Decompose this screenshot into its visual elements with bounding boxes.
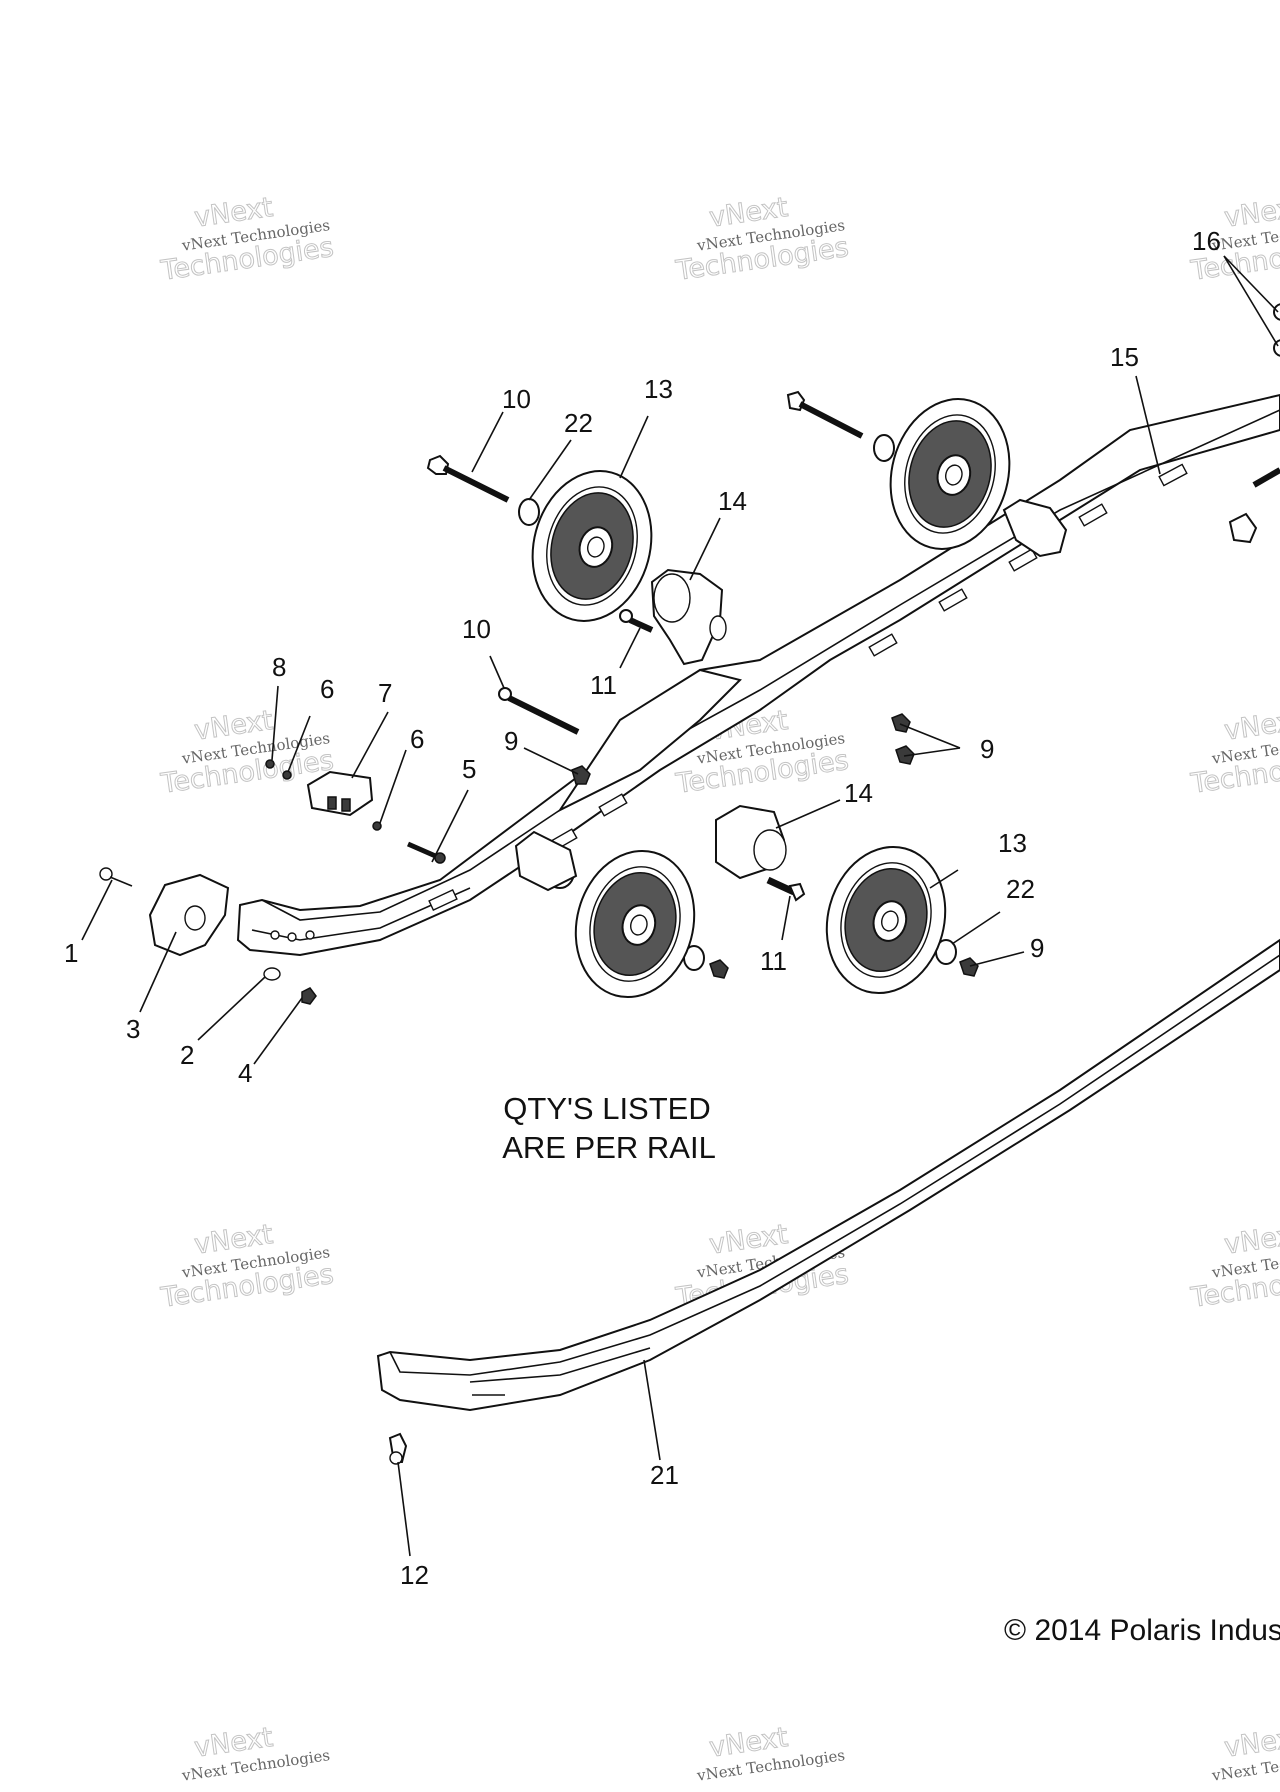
callout-22a: 22 <box>564 408 593 438</box>
callout-3: 3 <box>126 1014 140 1044</box>
watermarks: vNext vNext Technologies Technologies vN… <box>158 191 1280 1784</box>
callout-1: 1 <box>64 938 78 968</box>
callout-15: 15 <box>1110 342 1139 372</box>
part-13-wheel-lower-right <box>825 845 947 995</box>
watermark-9: vNext vNext Technologies Technologies <box>1188 1218 1280 1314</box>
part-6-washer-b <box>372 821 382 831</box>
callout-2: 2 <box>180 1040 194 1070</box>
part-13-wheel-lower-left <box>574 849 696 999</box>
part-13-wheel-upper-right <box>889 398 1011 550</box>
part-11-bolt-upper <box>619 609 654 633</box>
callout-9b: 9 <box>980 734 994 764</box>
part-11-bolt-lower <box>766 876 806 902</box>
part-14-axle-mount-lower <box>715 804 787 880</box>
part-14-axle-mount-right <box>1002 498 1068 558</box>
callout-labels: 1 2 3 4 5 6 6 7 8 9 9 9 10 10 11 11 12 1… <box>64 226 1221 1590</box>
callout-14a: 14 <box>718 486 747 516</box>
part-14-axle-mount-upper <box>650 568 727 666</box>
part-9-nut-b <box>891 713 911 733</box>
callout-7: 7 <box>378 678 392 708</box>
part-13-wheel-upper-left <box>531 470 653 622</box>
part-2-washer <box>263 967 281 981</box>
part-10-bolt-upper <box>426 454 510 503</box>
callout-4: 4 <box>238 1058 252 1088</box>
callout-14b: 14 <box>844 778 873 808</box>
part-9-nut-e <box>959 957 979 977</box>
watermark-10: vNext vNext Technologies <box>180 1721 331 1784</box>
part-1-bolt <box>99 867 133 887</box>
rail-slide-lower <box>376 938 1280 1412</box>
callout-10b: 10 <box>462 614 491 644</box>
watermark-6: vNext vNext Technologies Technologies <box>1188 704 1280 800</box>
copyright-notice: © 2014 Polaris Indust <box>1004 1614 1280 1647</box>
watermark-11: vNext vNext Technologies <box>695 1721 846 1784</box>
part-10-bolt-lower <box>498 687 580 735</box>
callout-9c: 9 <box>1030 933 1044 963</box>
part-16-hardware <box>1252 303 1280 488</box>
svg-text:ARE PER RAIL: ARE PER RAIL <box>502 1130 716 1165</box>
watermark-1: vNext vNext Technologies Technologies <box>158 191 336 287</box>
part-4-nut <box>301 987 317 1005</box>
callout-6a: 6 <box>320 674 334 704</box>
part-9-nut-f <box>1228 512 1258 544</box>
callout-8: 8 <box>272 652 286 682</box>
part-12-rivet <box>388 1432 408 1465</box>
part-10-bolt-upper-right <box>786 390 864 439</box>
part-22-washer-upper <box>518 498 540 526</box>
callout-13a: 13 <box>644 374 673 404</box>
callout-10a: 10 <box>502 384 531 414</box>
callout-22b: 22 <box>1006 874 1035 904</box>
part-22-washer-upper-right <box>873 434 895 462</box>
callout-9a: 9 <box>504 726 518 756</box>
watermark-7: vNext vNext Technologies Technologies <box>158 1218 336 1314</box>
quantity-note: QTY'S LISTED ARE PER RAIL <box>502 1091 716 1165</box>
callout-5: 5 <box>462 754 476 784</box>
callout-12: 12 <box>400 1560 429 1590</box>
callout-21: 21 <box>650 1460 679 1490</box>
watermark-12: vNext vNext Technologies <box>1210 1721 1280 1784</box>
callout-11a: 11 <box>590 670 617 700</box>
svg-text:QTY'S LISTED: QTY'S LISTED <box>503 1091 710 1126</box>
watermark-2: vNext vNext Technologies Technologies <box>673 191 851 287</box>
callout-16: 16 <box>1192 226 1221 256</box>
part-8-pin <box>265 759 275 769</box>
part-3-front-stop <box>148 873 230 957</box>
leader-lines <box>81 255 1279 1557</box>
part-6-washer-a <box>282 770 292 780</box>
part-9-nut-d <box>709 959 729 979</box>
part-9-nut-c <box>895 745 915 765</box>
callout-13b: 13 <box>998 828 1027 858</box>
callout-11b: 11 <box>760 946 787 976</box>
part-7-bumper-block <box>306 770 374 817</box>
part-9-nut-a <box>571 765 591 785</box>
callout-6b: 6 <box>410 724 424 754</box>
